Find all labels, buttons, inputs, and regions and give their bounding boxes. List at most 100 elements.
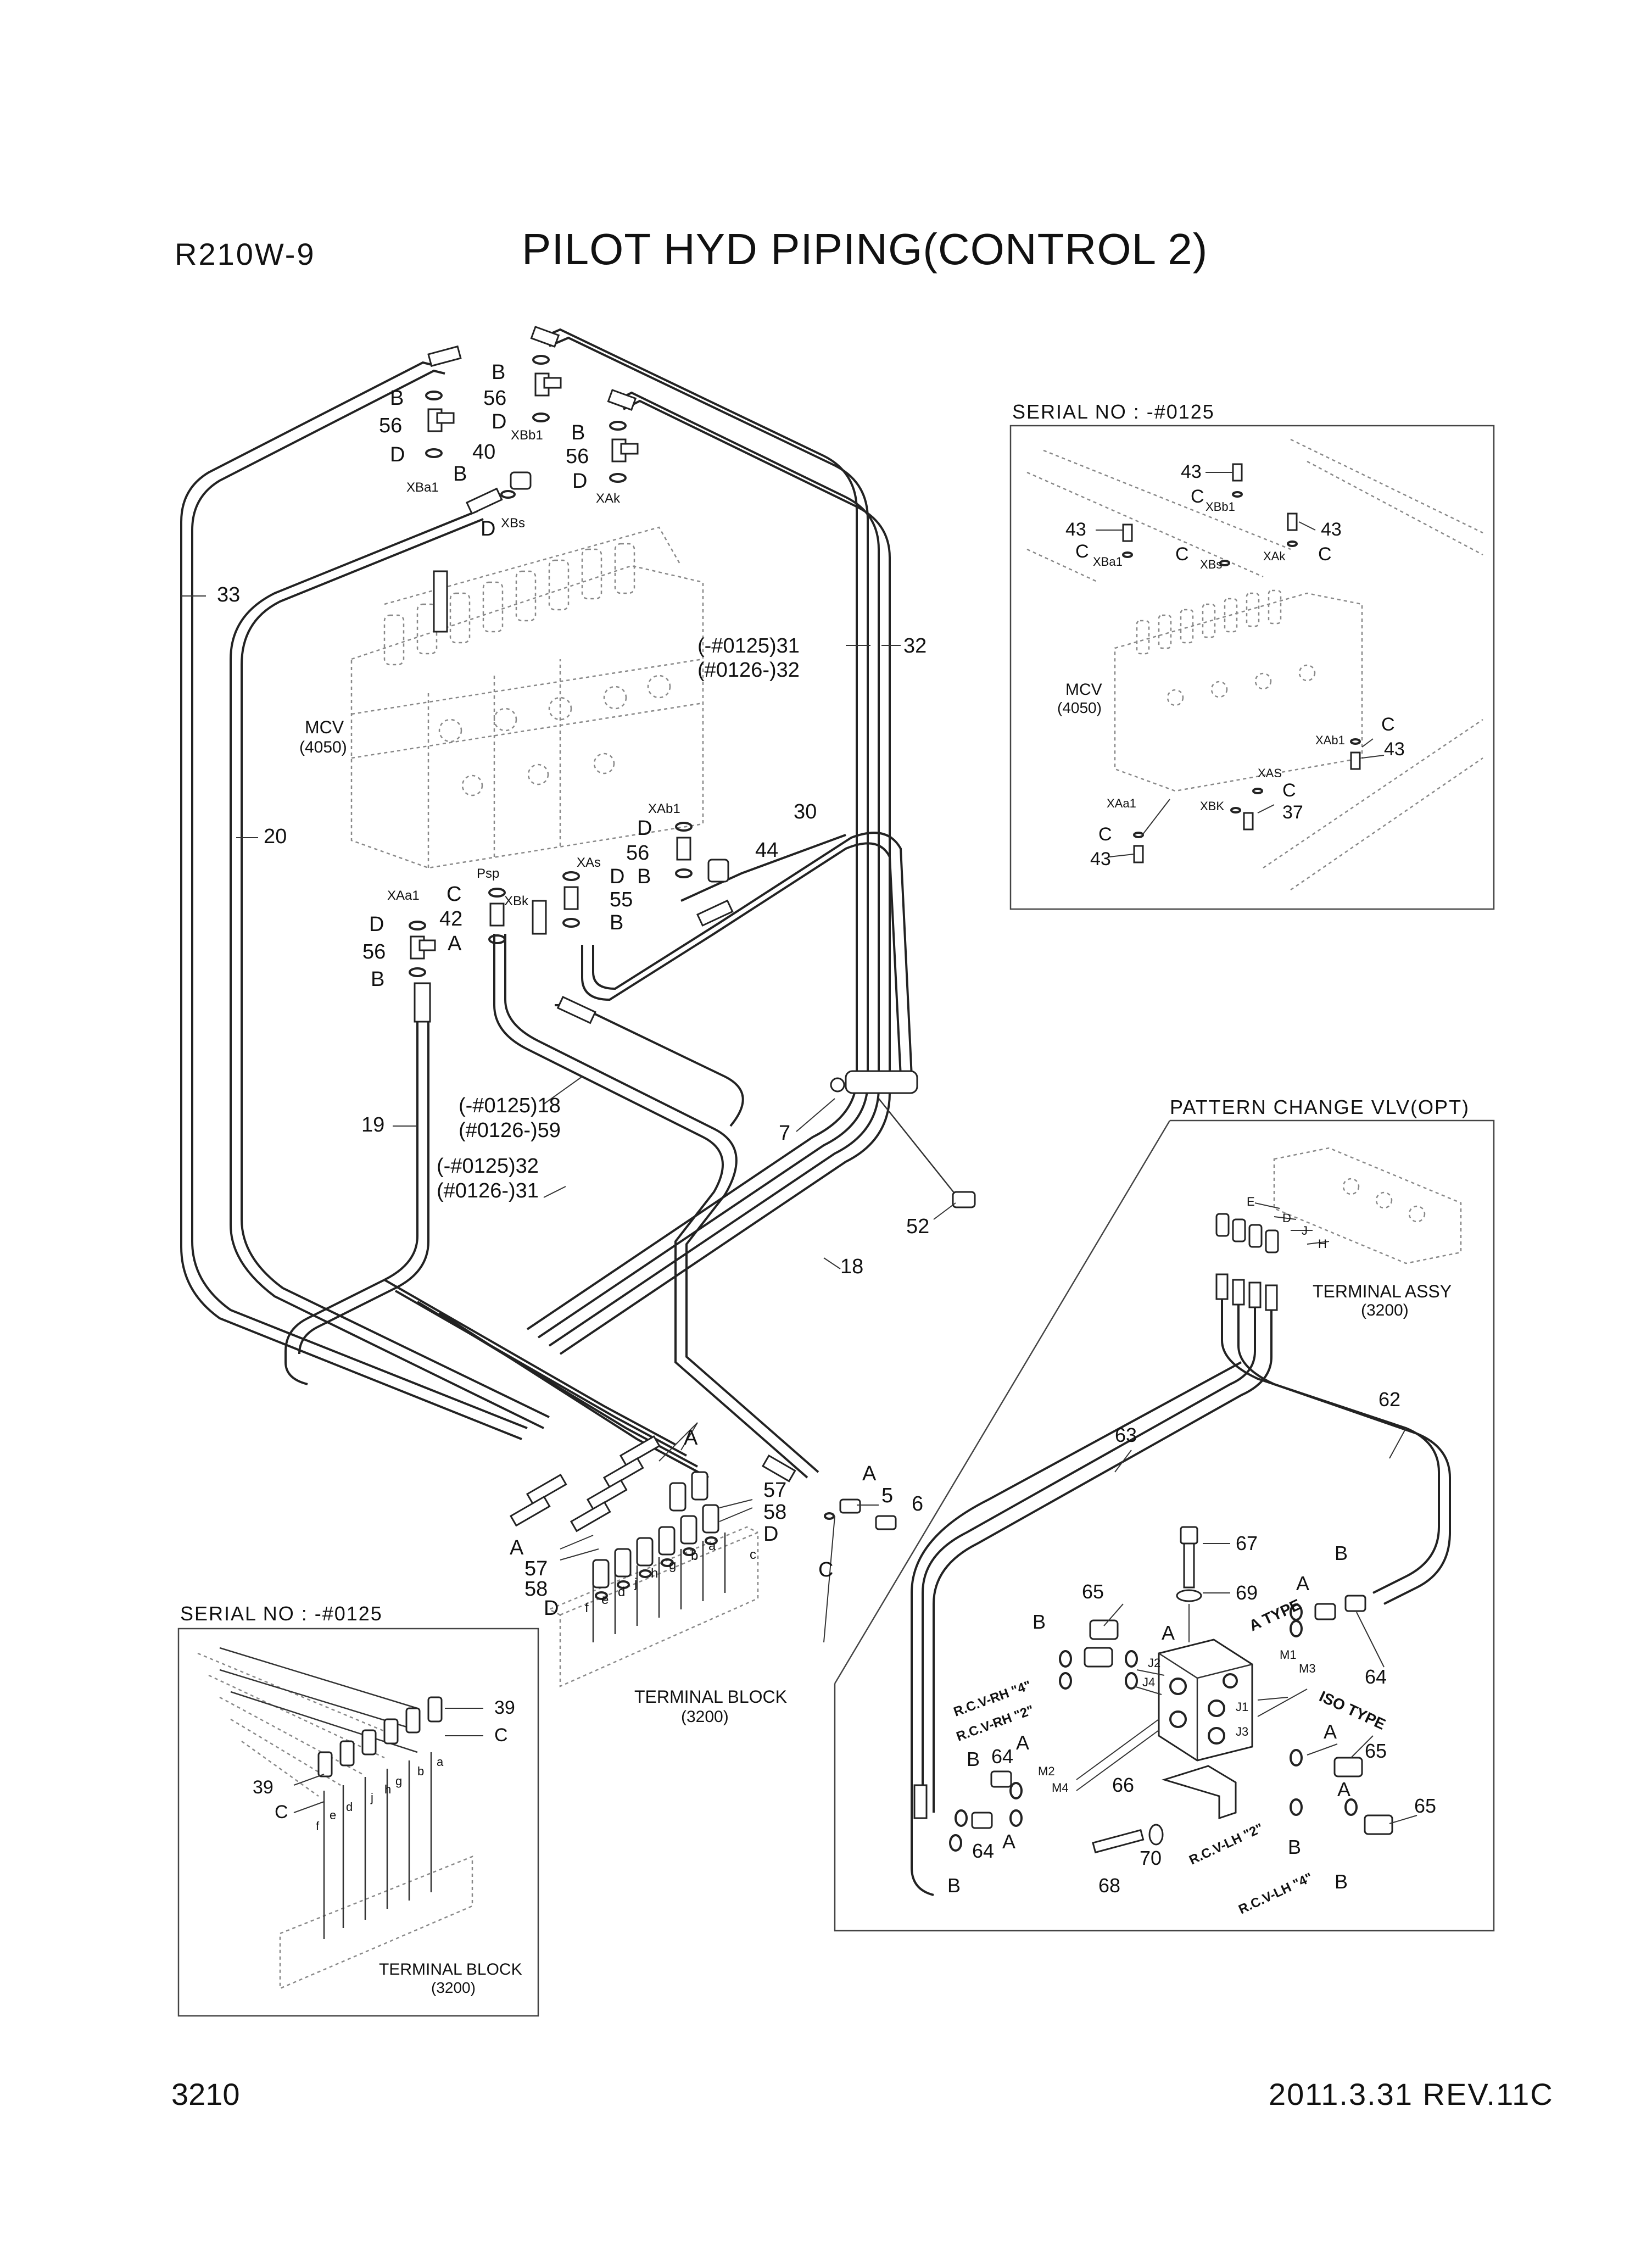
callout: XAS [1258, 766, 1282, 780]
inset-top-mcv: MCV [1065, 681, 1102, 699]
callout: A [1016, 1731, 1029, 1754]
inset-serial-bottom: SERIAL NO : -#0125 [177, 1602, 539, 2017]
callout: j [370, 1791, 373, 1804]
model-code: R210W-9 [175, 237, 316, 271]
mcv-code: (4050) [299, 738, 347, 756]
callout: C [818, 1558, 833, 1581]
callout: B [1032, 1611, 1046, 1633]
inset-top-mcv-code: (4050) [1057, 699, 1102, 716]
callout: e [601, 1592, 609, 1607]
callout: A [1162, 1621, 1175, 1644]
callout: M2 [1038, 1764, 1055, 1778]
callout: 37 [1282, 802, 1303, 823]
callout: C [275, 1802, 288, 1823]
main-labels: MCV (4050) TERMINAL BLOCK (3200) 33 20 1… [217, 361, 929, 1726]
hose-label: 19 [361, 1113, 384, 1136]
mcv-valve-block [350, 526, 704, 869]
callout: B [610, 911, 623, 934]
callout: f [585, 1601, 589, 1615]
callout: 39 [253, 1777, 274, 1798]
callout: B [637, 865, 651, 888]
inset-bottom-heading: SERIAL NO : -#0125 [180, 1602, 383, 1625]
inset-pattern-change: PATTERN CHANGE VLV(OPT) [834, 1096, 1495, 1932]
callout: b [691, 1548, 698, 1563]
callout: a [437, 1755, 444, 1769]
page-title: PILOT HYD PIPING(CONTROL 2) [522, 225, 1208, 274]
callout: Psp [477, 866, 499, 881]
callout: 55 [610, 888, 633, 911]
hose-label: (#0126-)59 [459, 1119, 561, 1142]
terminal-block-code: (3200) [681, 1708, 729, 1726]
callout: XBk [504, 894, 529, 909]
callout: g [395, 1774, 402, 1788]
callout: XBs [1200, 558, 1222, 571]
callout: B [453, 462, 467, 486]
callout: D [544, 1597, 559, 1620]
callout: 62 [1378, 1388, 1400, 1411]
callout: A [1324, 1720, 1337, 1743]
callout: J2 [1148, 1656, 1160, 1670]
callout: A [1002, 1830, 1015, 1853]
callout: XAk [1263, 549, 1286, 563]
callout: A [1296, 1572, 1309, 1595]
hose-label: (-#0125)18 [459, 1094, 561, 1117]
callout: 42 [439, 907, 462, 930]
callout: 43 [1090, 849, 1111, 870]
main-leaders [181, 595, 956, 1643]
hose-label: (#0126-)32 [697, 659, 800, 682]
callout: 6 [912, 1492, 923, 1515]
callout: g [669, 1558, 676, 1573]
callout: D [763, 1523, 778, 1546]
hose-label: 18 [840, 1255, 863, 1278]
callout: B [967, 1748, 980, 1770]
callout: 57 [524, 1557, 548, 1580]
hose-label: 7 [779, 1122, 790, 1145]
callout: 64 [1365, 1665, 1387, 1688]
callout: e [330, 1808, 336, 1822]
callout: C [494, 1725, 508, 1746]
callout: A [1337, 1778, 1350, 1801]
callout: 66 [1112, 1774, 1134, 1796]
hose-label: (-#0125)32 [437, 1155, 539, 1178]
callout: J3 [1236, 1725, 1248, 1738]
inset-serial-top: SERIAL NO : -#0125 [1009, 400, 1495, 910]
mcv-label: MCV [305, 717, 344, 737]
callout: XBb1 [1205, 500, 1235, 514]
callout: XBK [1200, 799, 1224, 813]
callout: 57 [763, 1479, 786, 1502]
callout: 56 [626, 842, 649, 865]
callout: J4 [1142, 1675, 1155, 1689]
callout: 56 [379, 414, 402, 437]
callout: J1 [1236, 1700, 1248, 1714]
inset-bottom-block-code: (3200) [431, 1979, 476, 1996]
callout: 43 [1321, 519, 1342, 540]
callout: 40 [472, 441, 495, 464]
callout: C [1381, 714, 1395, 735]
callout: B [1335, 1870, 1348, 1893]
callout: d [346, 1800, 353, 1814]
callout: 5 [881, 1484, 893, 1507]
callout: C [1098, 824, 1112, 845]
callout: B [1288, 1836, 1301, 1858]
callout: C [1282, 780, 1296, 801]
callout: B [492, 361, 505, 384]
callout: C [1175, 544, 1189, 565]
terminal-assy-code: (3200) [1361, 1301, 1409, 1319]
callout: D [637, 817, 652, 840]
callout: a [708, 1539, 716, 1553]
revision-date: 2011.3.31 REV.11C [1269, 2077, 1554, 2111]
callout: c [750, 1547, 756, 1562]
callout: XAk [596, 491, 621, 506]
callout: M4 [1052, 1781, 1069, 1795]
page-number: 3210 [171, 2077, 240, 2111]
callout: XAa1 [387, 888, 420, 903]
callout: d [618, 1585, 625, 1600]
callout: XBa1 [406, 480, 439, 495]
rcv-label: R.C.V-LH "4" [1236, 1870, 1315, 1917]
callout: 65 [1414, 1795, 1436, 1817]
callout: D [481, 517, 495, 540]
hose-label: 44 [755, 839, 778, 862]
callout: h [384, 1782, 391, 1796]
callout: 43 [1065, 519, 1086, 540]
